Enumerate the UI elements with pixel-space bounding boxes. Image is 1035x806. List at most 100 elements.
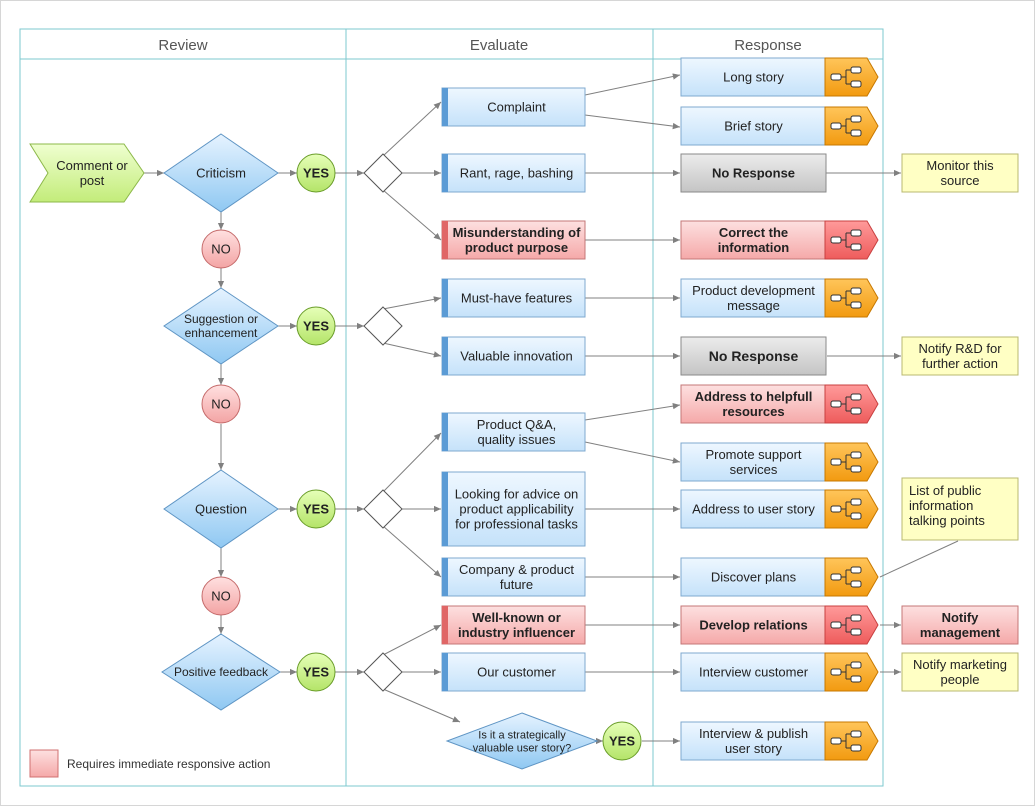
- note-public-info-box: [901, 477, 1019, 541]
- yes-1-label: YES: [303, 166, 329, 181]
- decision-positive-shape: [161, 633, 281, 711]
- yes-1: YES: [296, 153, 336, 193]
- start-shape: [29, 143, 145, 203]
- gate-question: [363, 489, 403, 529]
- connector: [382, 432, 442, 493]
- connector: [584, 73, 681, 96]
- resp-address-user: Address to user story: [680, 489, 879, 529]
- yes-4-label: YES: [303, 665, 329, 680]
- resp-long-story-tag-icon: [824, 57, 879, 97]
- eval-advice-stripe: [442, 472, 448, 546]
- no-2-label: NO: [211, 397, 231, 412]
- eval-misunderstanding-stripe: [442, 221, 448, 259]
- resp-discover-tag-icon: [824, 557, 879, 597]
- gate-suggestion: [363, 306, 403, 346]
- resp-brief-story-box: [680, 106, 827, 146]
- resp-brief-story-label: Brief story: [724, 119, 783, 134]
- resp-no-response-2: No Response: [680, 336, 827, 376]
- connector: [382, 342, 442, 358]
- resp-no-response-1-label: No Response: [712, 166, 795, 181]
- resp-address-resources-box: [680, 384, 827, 424]
- eval-must-have: Must-have features: [441, 278, 586, 318]
- connectors: [144, 73, 959, 745]
- hierarchy-icon: [830, 566, 862, 588]
- eval-misunderstanding-box: [441, 220, 586, 260]
- resp-correct-box: [680, 220, 827, 260]
- resp-interview: Interview customer: [680, 652, 879, 692]
- note-monitor-box: [901, 153, 1019, 193]
- note-notify-marketing-box: [901, 652, 1019, 692]
- gate-positive: [363, 652, 403, 692]
- hierarchy-icon: [830, 229, 862, 251]
- decision-suggestion-shape: [163, 287, 279, 365]
- resp-brief-story: Brief story: [680, 106, 879, 146]
- eval-complaint-stripe: [442, 88, 448, 126]
- yes-5: YES: [602, 721, 642, 761]
- resp-discover-label: Discover plans: [711, 570, 797, 585]
- hierarchy-icon: [830, 451, 862, 473]
- eval-must-have-label: Must-have features: [461, 291, 573, 306]
- resp-develop-tag-icon: [824, 605, 879, 645]
- resp-interview-tag-icon: [824, 652, 879, 692]
- eval-customer-label: Our customer: [477, 665, 556, 680]
- hierarchy-icon: [830, 498, 862, 520]
- connector: [382, 688, 461, 723]
- decision-question: Question: [163, 469, 279, 549]
- resp-interview-publish-tag-icon: [824, 721, 879, 761]
- yes-4-shape: [296, 652, 336, 692]
- eval-complaint-label: Complaint: [487, 100, 546, 115]
- no-1-label: NO: [211, 242, 231, 257]
- resp-promote-box: [680, 442, 827, 482]
- connector: [584, 441, 681, 464]
- resp-interview-label: Interview customer: [699, 665, 809, 680]
- resp-correct-tag-icon: [824, 220, 879, 260]
- yes-5-label: YES: [609, 734, 635, 749]
- connector: [879, 540, 959, 578]
- eval-customer-box: [441, 652, 586, 692]
- hierarchy-icon: [830, 287, 862, 309]
- eval-qa-stripe: [442, 413, 448, 451]
- resp-discover: Discover plans: [680, 557, 879, 597]
- eval-valuable-stripe: [442, 337, 448, 375]
- lane-title-evaluate: Evaluate: [470, 37, 528, 54]
- resp-product-dev-tag-icon: [824, 278, 879, 318]
- no-1-shape: [201, 229, 241, 269]
- hierarchy-icon: [830, 115, 862, 137]
- eval-future-box: [441, 557, 586, 597]
- hierarchy-icon: [830, 730, 862, 752]
- eval-valuable-label: Valuable innovation: [460, 349, 573, 364]
- gate-criticism: [363, 153, 403, 193]
- resp-product-dev-box: [680, 278, 827, 318]
- eval-qa-box: [441, 412, 586, 452]
- hierarchy-icon: [830, 393, 862, 415]
- eval-valuable: Valuable innovation: [441, 336, 586, 376]
- resp-develop: Develop relations: [680, 605, 879, 645]
- eval-complaint: Complaint: [441, 87, 586, 127]
- decision-criticism: Criticism: [163, 133, 279, 213]
- connector: [584, 402, 681, 421]
- resp-promote-tag-icon: [824, 442, 879, 482]
- no-2-shape: [201, 384, 241, 424]
- connector: [382, 101, 442, 157]
- resp-no-response-1: No Response: [680, 153, 827, 193]
- note-notify-mgmt-box: [901, 605, 1019, 645]
- connector: [382, 624, 442, 656]
